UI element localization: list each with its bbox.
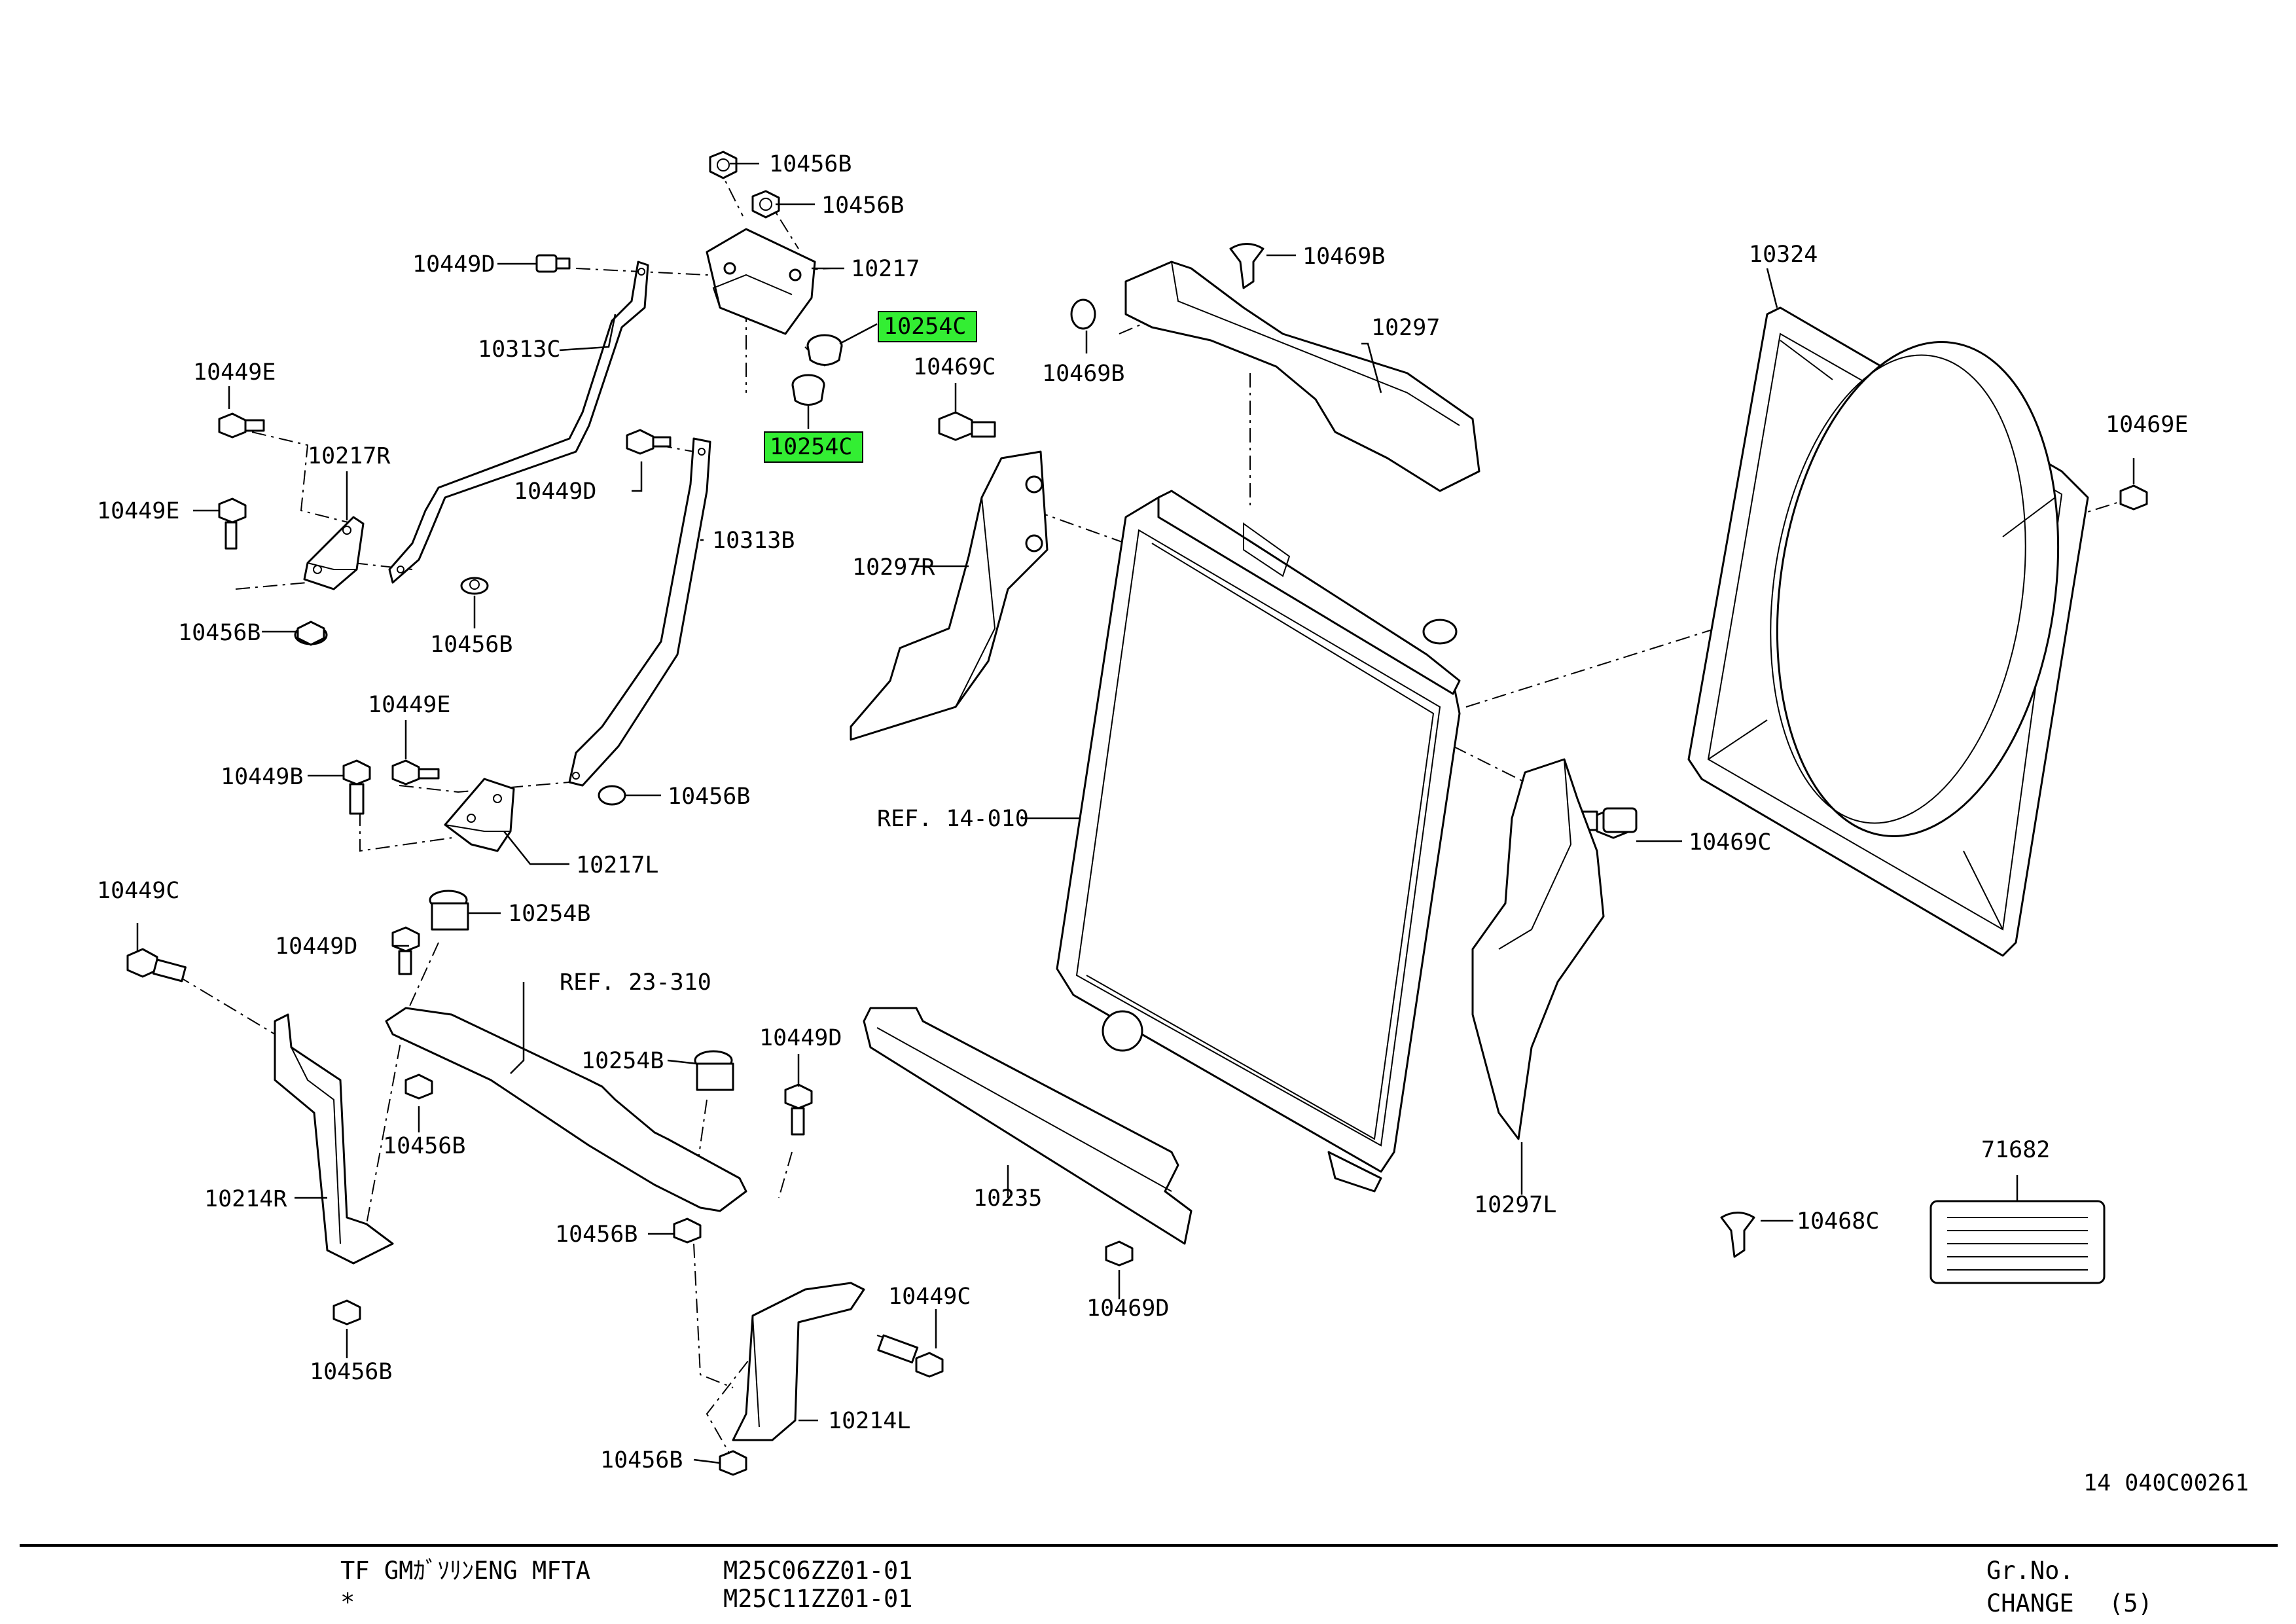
part-label[interactable]: 10449E xyxy=(97,498,179,524)
bracket-10214l xyxy=(732,1282,865,1441)
part-label[interactable]: 10456B xyxy=(383,1133,465,1159)
part-label[interactable]: 10214L xyxy=(828,1408,910,1434)
part-label[interactable]: 10449D xyxy=(759,1025,842,1051)
shroud-10297l xyxy=(1471,758,1605,1140)
stay-rod-10313c xyxy=(388,261,649,584)
part-label[interactable]: 10313C xyxy=(478,336,560,363)
part-label[interactable]: 10297 xyxy=(1371,315,1440,341)
part-label[interactable]: 71682 xyxy=(1981,1137,2050,1163)
part-label[interactable]: 10297R xyxy=(852,554,935,581)
flange-nut-icon xyxy=(294,577,747,1476)
stay-rod-10313b xyxy=(568,437,711,787)
change-count: (5) xyxy=(2109,1589,2153,1617)
bracket-10217r xyxy=(303,516,365,590)
part-label[interactable]: 10254B xyxy=(581,1048,664,1074)
part-label[interactable]: 10297L xyxy=(1474,1192,1556,1218)
label-plate-71682 xyxy=(1929,1200,2106,1284)
plate-23-310 xyxy=(385,1007,747,1212)
figure-code: 14 040C00261 xyxy=(2083,1470,2249,1496)
part-label[interactable]: 10456B xyxy=(178,620,260,646)
part-label[interactable]: 10456B xyxy=(600,1447,683,1473)
highlight-box-10254c-lower xyxy=(764,431,863,463)
part-label[interactable]: 10449B xyxy=(221,764,303,790)
part-label[interactable]: 10235 xyxy=(973,1185,1042,1212)
clip-10469b-icon xyxy=(1070,243,1265,330)
part-label[interactable]: 10217 xyxy=(851,256,920,282)
part-label[interactable]: 10449E xyxy=(368,692,450,718)
part-label[interactable]: 10324 xyxy=(1749,242,1818,268)
bracket-10217 xyxy=(706,228,816,335)
part-label[interactable]: 10214R xyxy=(204,1186,287,1212)
part-label[interactable]: 10469B xyxy=(1302,244,1385,270)
part-label[interactable]: 10469C xyxy=(1689,829,1771,856)
part-labels[interactable]: 10456B 10456B 10449D 10217 10254C 10313C… xyxy=(97,151,2188,1473)
part-label[interactable]: 10469C xyxy=(913,354,996,380)
part-label[interactable]: 10456B xyxy=(430,632,512,658)
radiator-14-010 xyxy=(1056,490,1461,1193)
gr-no-label: Gr.No. xyxy=(1986,1557,2074,1585)
part-label[interactable]: 10449C xyxy=(888,1284,971,1310)
part-label[interactable]: 10449D xyxy=(412,251,495,278)
seal-10235 xyxy=(863,1007,1193,1245)
bracket-10217l xyxy=(444,778,515,852)
part-label[interactable]: REF. 14-010 xyxy=(877,806,1029,832)
leader-lines xyxy=(136,162,2135,1464)
part-label[interactable]: 10468C xyxy=(1797,1208,1879,1235)
part-label[interactable]: 10469B xyxy=(1042,361,1124,387)
part-label[interactable]: 10456B xyxy=(668,784,750,810)
part-label-highlighted[interactable]: 10254C xyxy=(770,434,852,460)
part-label[interactable]: 10254B xyxy=(508,901,590,927)
code-line-1: M25C06ZZ01-01 xyxy=(723,1557,913,1585)
part-label[interactable]: 10313B xyxy=(712,528,795,554)
shroud-10297 xyxy=(1124,261,1480,492)
part-label[interactable]: 10456B xyxy=(310,1359,392,1385)
part-label-highlighted[interactable]: 10254C xyxy=(884,314,966,340)
highlight-box-10254c-upper xyxy=(878,311,977,342)
clip-10468c-icon xyxy=(1720,1212,1755,1258)
part-label[interactable]: 10449C xyxy=(97,878,179,904)
part-label[interactable]: 10456B xyxy=(769,151,852,177)
part-label[interactable]: 10449E xyxy=(193,359,276,386)
code-line-2: M25C11ZZ01-01 xyxy=(723,1585,913,1613)
model-line-1: TF GMｶﾞｿﾘﾝENG MFTA xyxy=(340,1557,590,1585)
fan-shroud-10324 xyxy=(1687,306,2089,957)
part-label[interactable]: 10469D xyxy=(1086,1295,1169,1322)
part-label[interactable]: 10456B xyxy=(555,1221,637,1248)
mount-10254b-icon xyxy=(429,890,734,1091)
part-label[interactable]: REF. 23-310 xyxy=(560,969,711,996)
part-label[interactable]: 10449D xyxy=(275,933,357,960)
part-label[interactable]: 10217R xyxy=(308,443,391,469)
change-label: CHANGE xyxy=(1986,1589,2074,1617)
bracket-10214r xyxy=(274,1013,394,1265)
part-label[interactable]: 10456B xyxy=(821,192,904,219)
part-label[interactable]: 10469E xyxy=(2106,412,2188,438)
nut-icon xyxy=(709,151,780,219)
mount-10254c-icon xyxy=(791,334,843,406)
shroud-10297r xyxy=(850,450,1049,741)
bolt-10469c-icon xyxy=(1602,807,1638,833)
part-label[interactable]: 10449D xyxy=(514,478,596,505)
model-line-2: * xyxy=(340,1588,355,1616)
part-label[interactable]: 10217L xyxy=(576,852,658,878)
